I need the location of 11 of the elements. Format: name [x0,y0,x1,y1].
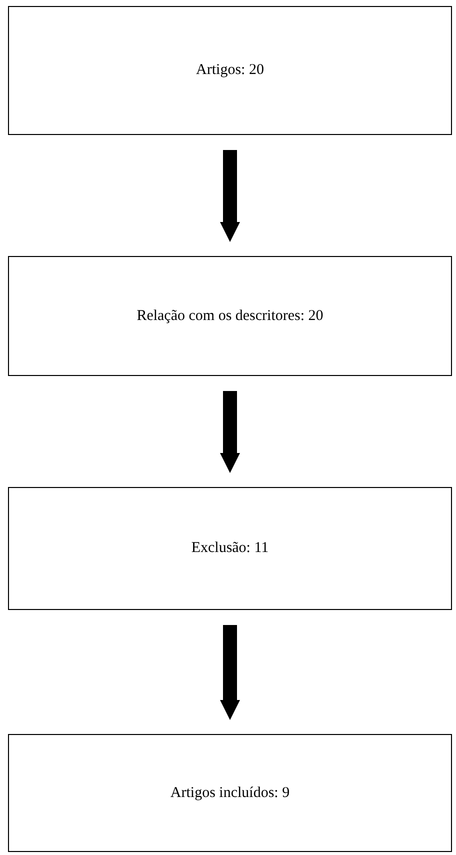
box-label: Artigos: 20 [196,62,264,79]
box-label: Relação com os descritores: 20 [136,308,324,324]
box-label: Artigos incluídos: 9 [170,784,290,802]
process-box [8,6,452,135]
arrow [220,625,240,720]
arrow [220,150,240,242]
box-label: Exclusão: 11 [191,540,269,557]
process-box [8,256,452,376]
arrow [220,391,240,473]
process-box [8,734,452,852]
process-box [8,487,452,610]
